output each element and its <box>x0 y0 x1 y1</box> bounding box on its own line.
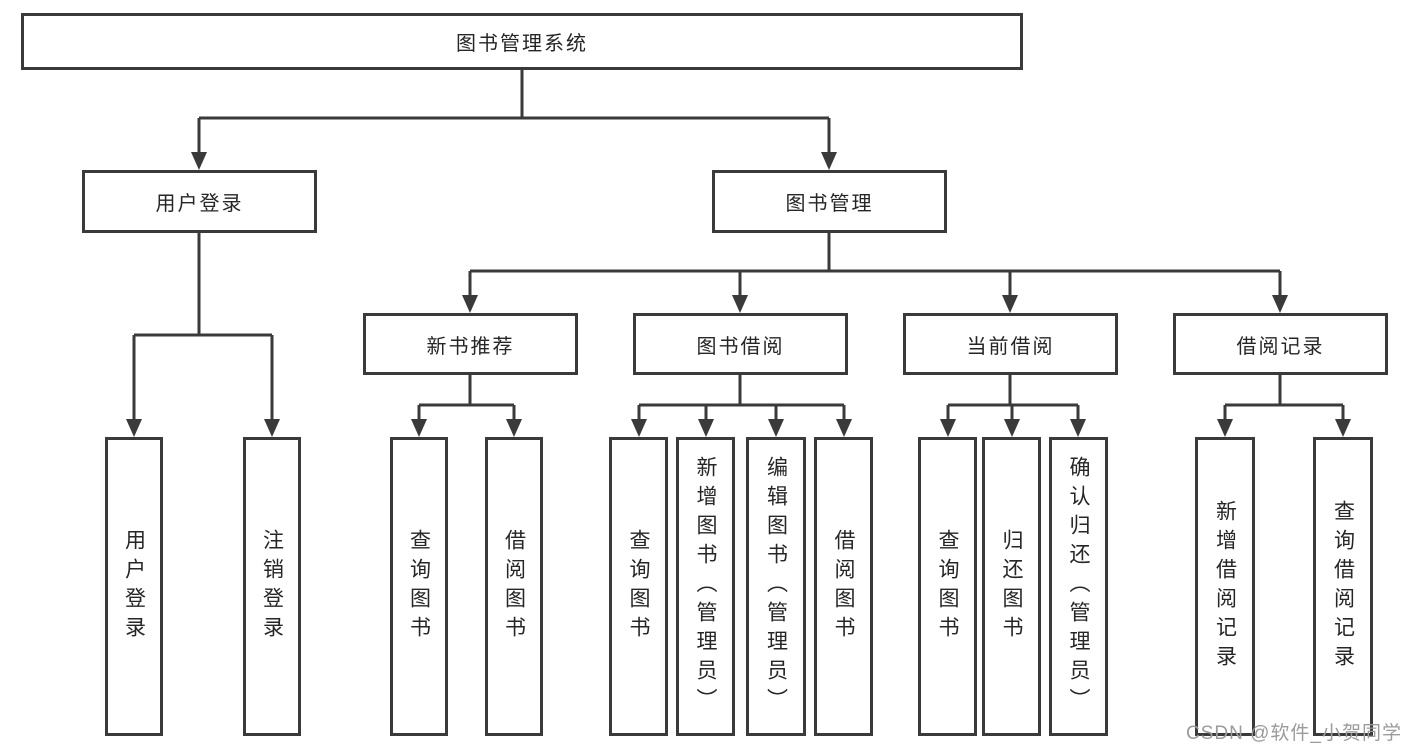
connector-book-management <box>468 233 1282 295</box>
node-borrow-records-label: 借阅记录 <box>1236 335 1325 358</box>
connector-borrow-records-group <box>1223 375 1345 419</box>
node-borrow-records: 借阅记录 <box>1173 313 1388 375</box>
node-library-system-label: 图书管理系统 <box>456 33 588 55</box>
connector-new-book-group <box>417 375 516 419</box>
leaf-query-books-recommend-label: 查询图书 <box>407 528 431 645</box>
leaf-query-books-current-label: 查询图书 <box>936 528 959 645</box>
leaf-return-book-label: 归还图书 <box>1000 528 1023 645</box>
node-book-management: 图书管理 <box>712 170 947 233</box>
arrowheads <box>126 152 1351 437</box>
leaf-edit-book-admin-label: 编辑图书（管理员） <box>764 456 788 717</box>
leaf-add-book-admin: 新增图书（管理员） <box>676 437 735 736</box>
leaf-query-books-borrow-label: 查询图书 <box>627 528 650 645</box>
leaf-borrow-books: 借阅图书 <box>814 437 873 736</box>
leaf-confirm-return-admin: 确认归还（管理员） <box>1049 437 1108 736</box>
leaf-add-book-admin-label: 新增图书（管理员） <box>694 456 717 717</box>
node-user-login: 用户登录 <box>82 170 317 233</box>
connector-book-borrow-group <box>637 375 846 419</box>
node-book-borrow-label: 图书借阅 <box>696 335 785 358</box>
leaf-query-borrow-record: 查询借阅记录 <box>1313 437 1373 736</box>
node-user-login-label: 用户登录 <box>155 193 244 215</box>
leaf-user-login-label: 用户登录 <box>122 528 146 645</box>
node-current-borrow-label: 当前借阅 <box>966 335 1055 358</box>
leaf-logout-label: 注销登录 <box>260 528 284 645</box>
node-book-borrow: 图书借阅 <box>633 313 848 375</box>
connector-user-login-group <box>132 233 274 419</box>
node-book-management-label: 图书管理 <box>785 193 874 215</box>
node-current-borrow: 当前借阅 <box>903 313 1118 375</box>
leaf-return-book: 归还图书 <box>982 437 1041 736</box>
connector-current-borrow-group <box>946 375 1080 419</box>
node-new-book-recommend-label: 新书推荐 <box>426 335 515 358</box>
leaf-query-books-current: 查询图书 <box>918 437 977 736</box>
node-library-system: 图书管理系统 <box>21 13 1023 70</box>
leaf-add-borrow-record: 新增借阅记录 <box>1195 437 1255 736</box>
connector-root <box>197 70 831 152</box>
watermark: CSDN @软件_小贺同学 <box>1186 723 1402 744</box>
leaf-query-books-recommend: 查询图书 <box>390 437 448 736</box>
node-new-book-recommend: 新书推荐 <box>363 313 578 375</box>
leaf-add-borrow-record-label: 新增借阅记录 <box>1213 499 1237 674</box>
leaf-user-login: 用户登录 <box>105 437 163 736</box>
leaf-edit-book-admin: 编辑图书（管理员） <box>746 437 806 736</box>
leaf-query-borrow-record-label: 查询借阅记录 <box>1331 499 1355 674</box>
leaf-logout: 注销登录 <box>243 437 301 736</box>
leaf-borrow-books-recommend: 借阅图书 <box>485 437 543 736</box>
leaf-query-books-borrow: 查询图书 <box>609 437 668 736</box>
leaf-confirm-return-admin-label: 确认归还（管理员） <box>1067 456 1090 717</box>
leaf-borrow-books-recommend-label: 借阅图书 <box>502 528 526 645</box>
leaf-borrow-books-label: 借阅图书 <box>832 528 855 645</box>
